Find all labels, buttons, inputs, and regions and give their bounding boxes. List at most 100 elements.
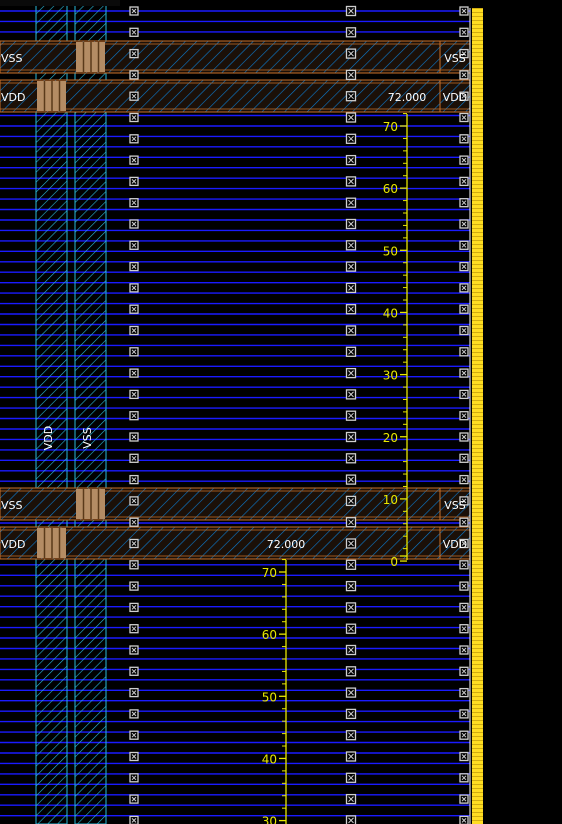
contact-x — [131, 519, 137, 525]
contact-x — [348, 625, 354, 632]
measure-label: 72.000 — [267, 538, 306, 551]
contact-x — [131, 115, 137, 120]
contact-x — [461, 668, 467, 674]
contact-x — [461, 690, 467, 695]
rail-label-left: VSS — [1, 52, 23, 65]
contact-x — [461, 51, 467, 56]
contact-x — [461, 796, 467, 802]
contact-x — [131, 221, 137, 227]
contact-x — [461, 179, 467, 184]
contact-x — [461, 285, 467, 291]
power-rails — [0, 40, 471, 560]
contact-x — [348, 412, 354, 419]
contact-x — [348, 753, 354, 760]
rail-label-left: VDD — [1, 538, 25, 551]
contact-x — [461, 519, 467, 525]
ruler-tick-label: 10 — [383, 493, 398, 507]
ruler-tick-label: 60 — [262, 628, 277, 642]
contact-columns — [129, 5, 469, 824]
contact-x — [461, 200, 467, 206]
contact-x — [461, 711, 467, 717]
contact-x — [461, 115, 467, 120]
contact-x — [461, 477, 467, 482]
contact-x — [131, 179, 137, 184]
toolbar-remnant — [0, 0, 120, 6]
contact-x — [131, 796, 137, 802]
contact-x — [461, 264, 467, 269]
contact-x — [348, 476, 354, 483]
contact-x — [348, 689, 354, 696]
contact-x — [461, 455, 467, 461]
contact-x — [348, 817, 354, 824]
contact-x — [348, 348, 354, 355]
contact-x — [131, 285, 137, 291]
contact-x — [461, 434, 467, 440]
rail-label-right: VDD — [443, 91, 467, 104]
contact-x — [461, 541, 467, 546]
ruler-tick-label: 70 — [262, 566, 277, 580]
contact-x — [131, 328, 137, 333]
rulers — [279, 113, 408, 824]
contact-x — [461, 370, 467, 376]
contact-x — [348, 391, 354, 398]
contact-x — [348, 583, 354, 589]
contact-x — [131, 541, 137, 546]
contact-x — [131, 690, 137, 695]
die-boundary — [472, 8, 483, 824]
metal-tracks — [0, 10, 470, 817]
contact-x — [348, 370, 354, 376]
contact-x — [131, 583, 137, 589]
strap-label-vdd: VDD — [42, 426, 55, 450]
contact-x — [348, 434, 354, 440]
contact-x — [131, 29, 137, 35]
contact-x — [461, 583, 467, 589]
ruler-tick-label: 40 — [262, 752, 277, 766]
contact-x — [131, 349, 137, 355]
ruler-tick-label: 70 — [383, 120, 398, 134]
contact-x — [131, 8, 137, 14]
contact-x — [461, 626, 467, 632]
ruler-tick-label: 60 — [383, 182, 398, 196]
contact-x — [461, 157, 467, 163]
ruler-tick-label: 0 — [390, 555, 398, 569]
contact-x — [348, 306, 354, 313]
contact-x — [348, 668, 354, 675]
contact-x — [348, 178, 354, 185]
contact-x — [461, 136, 467, 142]
contact-x — [348, 29, 354, 36]
contact-x — [348, 540, 354, 547]
contact-x — [461, 605, 467, 610]
contact-x — [461, 754, 467, 759]
contact-x — [461, 647, 467, 653]
rail-label-left: VSS — [1, 499, 23, 512]
contact-x — [348, 199, 354, 206]
contact-x — [131, 434, 137, 440]
contact-x — [461, 413, 467, 419]
die-edge — [0, 0, 483, 824]
contact-x — [348, 72, 354, 78]
contact-x — [131, 51, 137, 56]
contact-x — [131, 200, 137, 206]
contact-x — [348, 93, 354, 100]
contact-x — [131, 775, 137, 781]
contact-x — [461, 775, 467, 781]
ruler-tick-label: 50 — [262, 690, 277, 704]
contact-x — [131, 647, 137, 653]
power-rail-hatch — [0, 40, 471, 74]
contact-x — [461, 29, 467, 35]
rail-label-right: VSS — [444, 499, 466, 512]
contact-x — [461, 221, 467, 227]
ruler-tick-label: 20 — [383, 431, 398, 445]
contact-x — [461, 306, 467, 312]
contact-x — [461, 498, 467, 504]
contact-x — [348, 498, 354, 504]
contact-x — [348, 519, 354, 526]
contact-x — [348, 711, 354, 717]
strap-label-vss: VSS — [81, 427, 94, 449]
contact-x — [348, 647, 354, 653]
contact-x — [348, 157, 354, 163]
power-rail-hatch — [0, 487, 471, 521]
